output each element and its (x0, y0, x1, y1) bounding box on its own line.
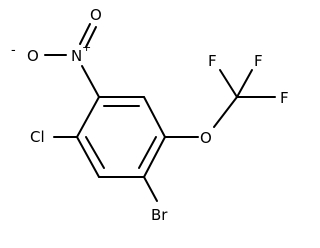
bond-carbon-to-fluorine-top-left (219, 69, 238, 98)
nitro-plus-charge: + (82, 41, 91, 54)
chlorine-label: Cl (30, 128, 45, 146)
bond-nitrogen-to-oxygen-top-a (79, 23, 91, 45)
fluorine-right-label: F (280, 89, 289, 107)
structure-diagram: O N + O - Cl Br O F F F (11, 6, 289, 224)
bond-ring-to-bromine (143, 176, 158, 202)
fluorine-top-right-label: F (254, 52, 263, 70)
bond-ring-to-nitrogen (81, 65, 100, 98)
ring-bond-upper-left (76, 96, 100, 138)
bromine-label: Br (151, 206, 168, 224)
chlorine-substituent: Cl (30, 128, 78, 146)
ring-inner-bond-right (138, 136, 157, 169)
nitro-oxygen-left-label: O (27, 47, 39, 65)
nitro-minus-charge: - (11, 43, 16, 58)
ring-inner-bond-left (85, 136, 105, 169)
bond-carbon-to-fluorine-top-right (236, 69, 253, 98)
ring-bond-lower-right (143, 136, 166, 178)
bond-nitrogen-to-oxygen-top-b (85, 26, 97, 48)
nitro-nitrogen-label: N (71, 47, 82, 65)
nitro-group: O N + O - (11, 6, 102, 98)
ring-bond-lower-left (76, 136, 100, 178)
bromine-substituent: Br (143, 176, 168, 224)
nitro-oxygen-top-label: O (90, 6, 102, 24)
bond-ether-oxygen-to-carbon (213, 96, 238, 128)
fluorine-top-left-label: F (208, 52, 217, 70)
ether-oxygen-label: O (200, 129, 212, 147)
ring-bond-upper-right (143, 96, 166, 138)
molecule-drawing: O N + O - Cl Br O F F F (11, 6, 289, 224)
trifluoromethoxy-group: O F F F (164, 52, 289, 147)
benzene-ring (76, 96, 166, 178)
